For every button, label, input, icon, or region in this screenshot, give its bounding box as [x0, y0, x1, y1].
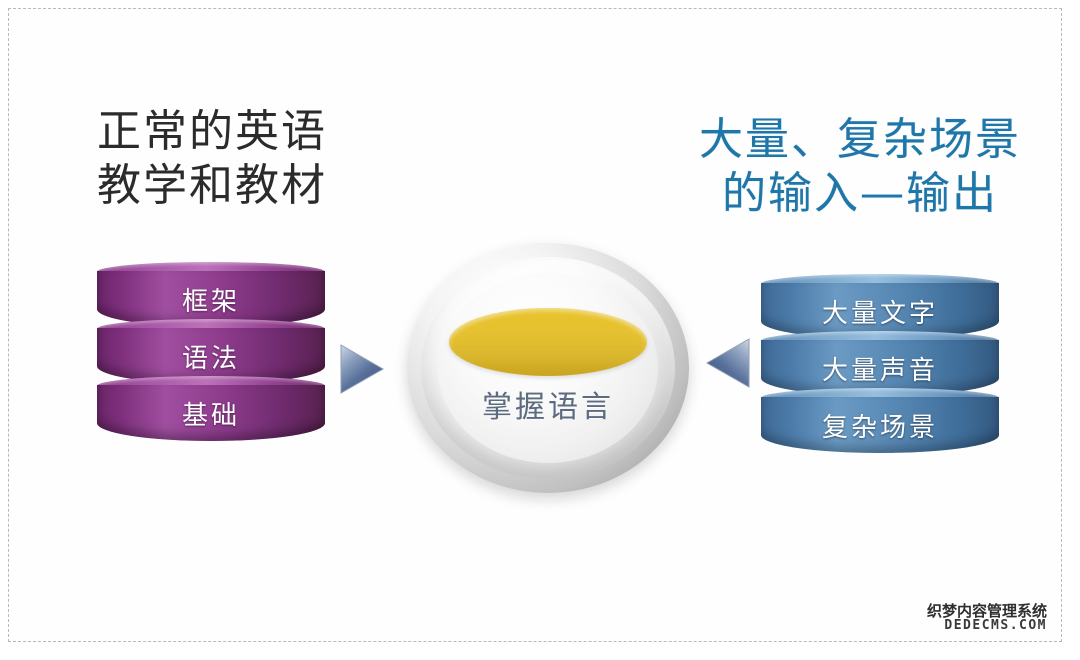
arrow-left-triangle-icon [703, 337, 753, 393]
center-sphere: 掌握语言 [407, 243, 689, 493]
heading-right-line1: 大量、复杂场景 [699, 114, 1021, 165]
cylinder-body [761, 283, 999, 339]
cylinder-item: 语法 [97, 319, 325, 384]
watermark-cn-text: 织梦内容管理系统 [926, 601, 1047, 620]
cylinder-item: 基础 [97, 376, 325, 441]
watermark: 织梦内容管理系统 DEDECMS.COM [926, 601, 1047, 634]
heading-left-line2: 教学和教材 [97, 159, 327, 211]
cylinder-label: 复杂场景 [821, 413, 938, 443]
cylinder-label: 大量文字 [821, 299, 938, 329]
cylinder-item: 复杂场景 [761, 388, 999, 453]
cylinder-body [97, 328, 325, 384]
cylinder-item: 大量声音 [761, 331, 999, 396]
cylinder-body [97, 385, 325, 441]
sphere-label: 掌握语言 [482, 390, 614, 425]
cylinder-label: 语法 [181, 344, 240, 374]
cylinder-label: 大量声音 [821, 356, 938, 386]
cylinder-body [761, 340, 999, 396]
slide-canvas: 正常的英语 教学和教材 大量、复杂场景 的输入—输出 框架 语法 基础 大量文字 [8, 8, 1062, 642]
cylinder-body [97, 271, 325, 327]
cylinder-body [761, 397, 999, 453]
arrow-right-triangle-icon [337, 343, 387, 399]
cylinder-item: 框架 [97, 262, 325, 327]
cylinder-label: 框架 [181, 287, 240, 317]
watermark-en-text: DEDECMS.COM [944, 618, 1047, 634]
heading-left-line1: 正常的英语 [97, 106, 327, 157]
heading-right-line2: 的输入—输出 [722, 167, 998, 219]
left-cylinder-stack: 框架 语法 基础 [97, 262, 325, 442]
cylinder-item: 大量文字 [761, 274, 999, 339]
cylinder-label: 基础 [181, 401, 240, 431]
heading-right: 大量、复杂场景 的输入—输出 [699, 113, 1021, 220]
heading-left: 正常的英语 教学和教材 [97, 105, 327, 212]
right-cylinder-stack: 大量文字 大量声音 复杂场景 [761, 274, 999, 454]
sphere-gold-ellipse [449, 308, 647, 376]
